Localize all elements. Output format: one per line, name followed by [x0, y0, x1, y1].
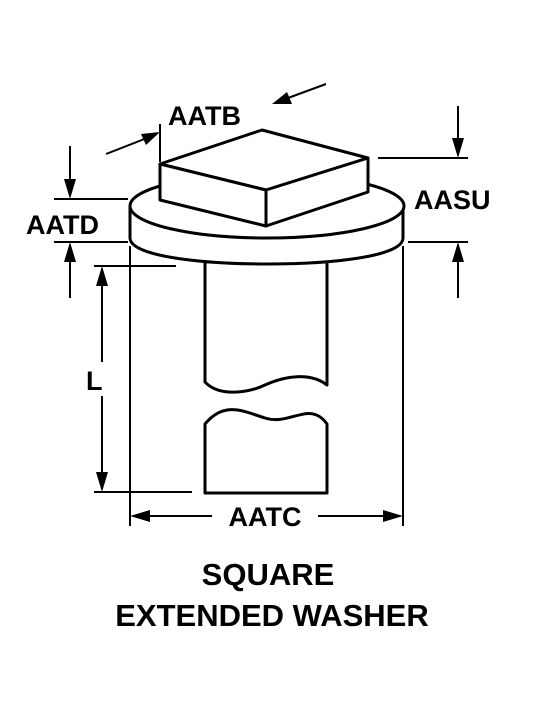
caption-line-2: EXTENDED WASHER — [115, 598, 428, 633]
aatc-label: AATC — [229, 502, 302, 532]
aatb-arrow-upper — [272, 92, 292, 104]
aatd-label: AATD — [26, 210, 99, 240]
aasu-arrow-top — [452, 138, 464, 158]
shank-upper — [203, 260, 329, 394]
square-head-right-face — [264, 156, 370, 228]
l-label: L — [86, 366, 103, 396]
aasu-label: AASU — [414, 185, 491, 215]
caption-line-1: SQUARE — [202, 557, 335, 592]
aasu-arrow-bottom — [452, 242, 464, 262]
l-arrow-top — [96, 266, 108, 286]
aatb-leader-lower — [105, 137, 148, 155]
shank-lower — [203, 408, 329, 495]
aatb-label: AATB — [168, 101, 241, 131]
aatc-arrow-right — [383, 510, 403, 522]
l-arrow-bottom — [96, 472, 108, 492]
aatc-arrow-left — [130, 510, 150, 522]
aatb-leader-upper — [287, 83, 327, 99]
aatb-arrow-lower — [141, 132, 160, 145]
aatd-arrow-top — [64, 179, 76, 199]
aatd-arrow-bottom — [64, 242, 76, 262]
